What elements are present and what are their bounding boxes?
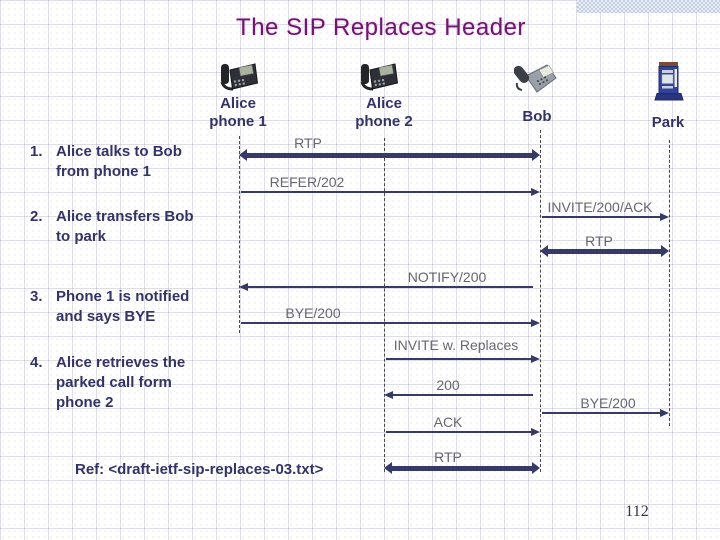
message-arrow bbox=[245, 152, 534, 158]
message-label: INVITE w. Replaces bbox=[393, 337, 519, 353]
step-number: 2. bbox=[30, 208, 43, 225]
arrowhead bbox=[532, 149, 540, 161]
arrowhead bbox=[531, 187, 540, 196]
message-label: NOTIFY/200 bbox=[407, 269, 487, 285]
step-number: 4. bbox=[30, 354, 43, 371]
arrowhead bbox=[532, 462, 540, 474]
step-number: 3. bbox=[30, 288, 43, 305]
top-right-accent-band bbox=[577, 0, 720, 13]
entity-label-phone1: Alice phone 1 bbox=[209, 95, 267, 130]
message-label: RTP bbox=[434, 449, 462, 465]
lifeline-bob bbox=[540, 130, 541, 472]
message-arrow bbox=[386, 394, 533, 396]
step-1: 1. Alice talks to Bob from phone 1 bbox=[30, 142, 182, 182]
lifeline-park bbox=[669, 140, 670, 426]
arrowhead bbox=[384, 390, 393, 399]
message-arrow bbox=[241, 191, 533, 193]
tilt-phone-icon bbox=[514, 59, 558, 97]
message-arrow bbox=[390, 465, 534, 471]
step-text: Phone 1 is notified and says BYE bbox=[56, 288, 190, 325]
message-arrow bbox=[241, 322, 533, 324]
message-label: ACK bbox=[433, 414, 463, 430]
arrowhead bbox=[531, 354, 540, 363]
message-label: BYE/200 bbox=[285, 305, 341, 321]
entity-label-phone2: Alice phone 2 bbox=[355, 95, 413, 130]
arrowhead bbox=[239, 149, 247, 161]
message-label: RTP bbox=[294, 135, 322, 151]
step-3: 3. Phone 1 is notified and says BYE bbox=[30, 287, 189, 327]
arrowhead bbox=[660, 212, 669, 221]
step-text: Alice talks to Bob from phone 1 bbox=[56, 143, 182, 180]
lifeline-phone2 bbox=[384, 138, 385, 472]
step-number: 1. bbox=[30, 143, 43, 160]
slide-title: The SIP Replaces Header bbox=[236, 14, 526, 41]
message-arrow bbox=[542, 412, 662, 414]
message-label: BYE/200 bbox=[580, 395, 636, 411]
step-text: Alice transfers Bob to park bbox=[56, 208, 194, 245]
step-text: Alice retrieves the parked call form pho… bbox=[56, 354, 186, 411]
message-label: 200 bbox=[436, 377, 460, 393]
arrowhead bbox=[540, 245, 548, 257]
message-label: RTP bbox=[585, 233, 613, 249]
message-label: REFER/202 bbox=[269, 174, 345, 190]
message-label: INVITE/200/ACK bbox=[547, 199, 653, 215]
arrowhead bbox=[531, 318, 540, 327]
arrowhead bbox=[384, 462, 392, 474]
arrowhead bbox=[531, 427, 540, 436]
step-2: 2. Alice transfers Bob to park bbox=[30, 207, 194, 247]
message-arrow bbox=[386, 358, 533, 360]
reference-text: Ref: <draft-ietf-sip-replaces-03.txt> bbox=[75, 461, 324, 478]
kiosk-icon bbox=[653, 61, 685, 101]
message-arrow bbox=[546, 248, 663, 254]
desk-phone-icon bbox=[357, 58, 399, 93]
entity-label-park: Park bbox=[651, 114, 685, 131]
arrowhead bbox=[239, 282, 248, 291]
message-arrow bbox=[241, 286, 533, 288]
lifeline-phone1 bbox=[239, 136, 240, 333]
entity-label-bob: Bob bbox=[522, 108, 552, 125]
message-arrow bbox=[386, 431, 533, 433]
message-arrow bbox=[542, 216, 662, 218]
arrowhead bbox=[660, 408, 669, 417]
page-number: 112 bbox=[625, 503, 649, 520]
desk-phone-icon bbox=[217, 58, 259, 93]
arrowhead bbox=[661, 245, 669, 257]
step-4: 4. Alice retrieves the parked call form … bbox=[30, 353, 185, 413]
